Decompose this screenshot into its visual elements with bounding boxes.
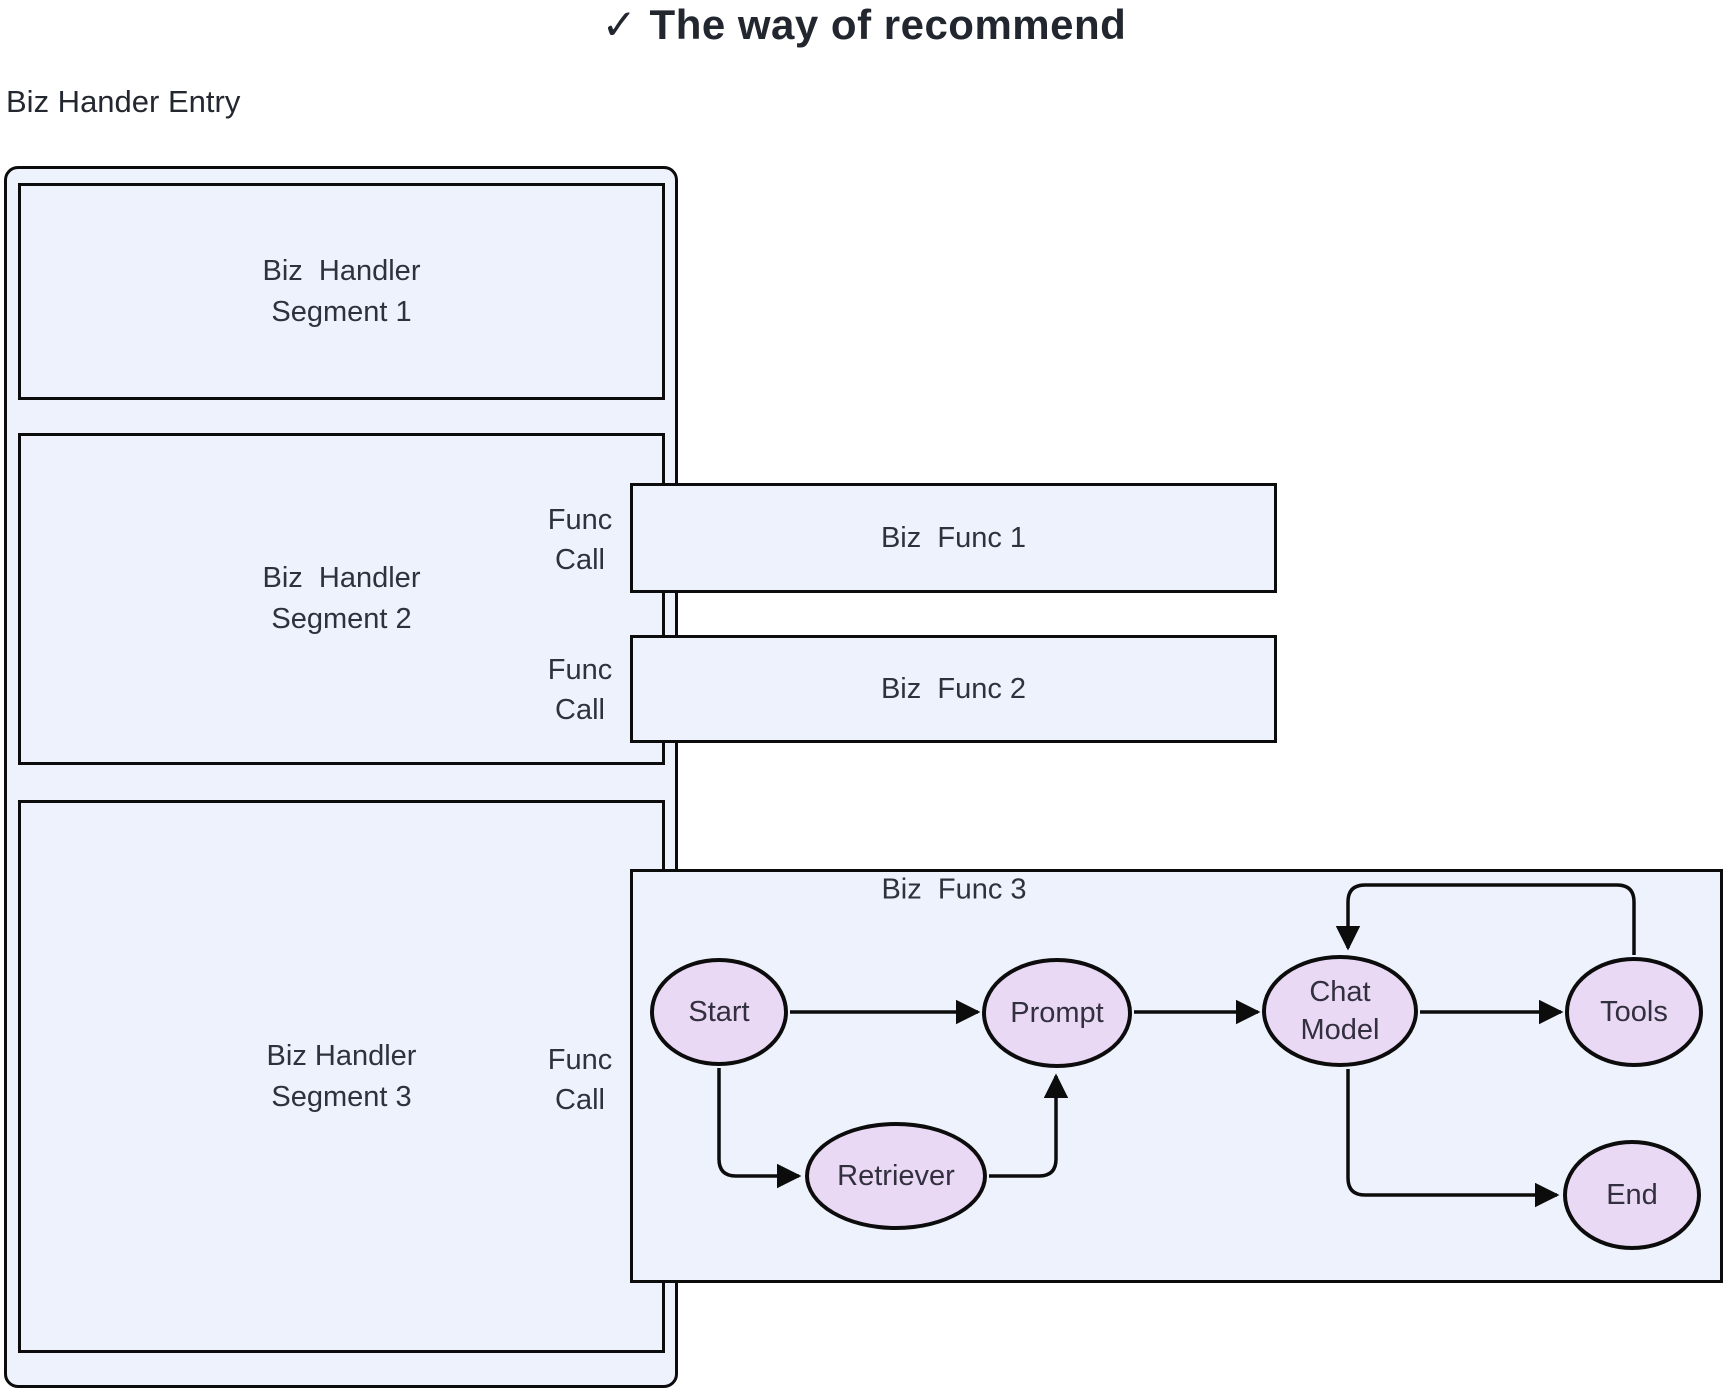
diagram-title: ✓ The way of recommend bbox=[601, 1, 1127, 48]
func-call-label-3: Func Call bbox=[547, 1044, 613, 1116]
biz-func-2-box: Biz Func 2 bbox=[630, 635, 1277, 743]
segment-box-1: Biz Handler Segment 1 bbox=[18, 183, 665, 400]
node-end: End bbox=[1563, 1140, 1701, 1250]
segment-3-label: Biz Handler Segment 3 bbox=[266, 1039, 417, 1113]
biz-func-3-label: Biz Func 3 bbox=[881, 873, 1027, 906]
entry-label: Biz Hander Entry bbox=[6, 84, 241, 119]
segment-box-2: Biz Handler Segment 2 bbox=[18, 433, 665, 765]
biz-func-1-label: Biz Func 1 bbox=[880, 521, 1027, 554]
biz-func-1-box: Biz Func 1 bbox=[630, 483, 1277, 593]
node-tools: Tools bbox=[1565, 957, 1703, 1067]
node-prompt: Prompt bbox=[982, 958, 1132, 1068]
biz-func-2-label: Biz Func 2 bbox=[880, 672, 1027, 705]
node-retriever: Retriever bbox=[805, 1122, 987, 1230]
segment-2-label: Biz Handler Segment 2 bbox=[262, 562, 421, 635]
biz-func-3-box bbox=[630, 869, 1723, 1283]
node-start: Start bbox=[650, 958, 788, 1066]
segment-1-label: Biz Handler Segment 1 bbox=[262, 254, 421, 328]
node-chat-model: Chat Model bbox=[1262, 955, 1418, 1067]
func-call-label-1: Func Call bbox=[547, 504, 613, 576]
func-call-label-2: Func Call bbox=[547, 654, 613, 726]
